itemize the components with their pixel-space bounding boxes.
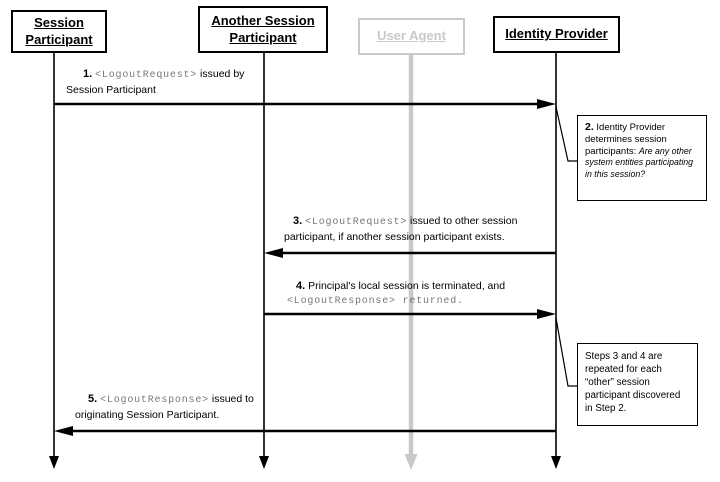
lifeline-user-agent — [404, 55, 418, 470]
note-text: Steps 3 and 4 are repeated for each “oth… — [585, 351, 681, 414]
actor-session-participant: Session Participant — [11, 10, 107, 53]
step-number: 4. — [296, 280, 306, 292]
logout-request-element: <LogoutRequest> — [95, 70, 198, 81]
step-text: issued by — [200, 68, 245, 80]
note-steps-3-4: Steps 3 and 4 are repeated for each “oth… — [577, 343, 698, 426]
message-5-label: 5. <LogoutResponse> issued to originatin… — [75, 392, 315, 422]
step-number: 2. — [585, 121, 594, 133]
actor-label: Another Session Participant — [211, 12, 315, 45]
message-3-label: 3. <LogoutRequest> issued to other sessi… — [284, 214, 574, 244]
actor-label: Session Participant — [25, 14, 93, 47]
message-4-arrow — [264, 309, 556, 319]
step-text: issued to — [211, 393, 254, 405]
step-text: issued to other session — [410, 215, 518, 227]
logout-request-element: <LogoutRequest> — [305, 217, 408, 228]
step-text-line2: Session Participant — [66, 84, 156, 96]
logout-response-element: <LogoutResponse> returned. — [287, 296, 464, 307]
step-number: 5. — [88, 393, 98, 405]
step-text-line2: originating Session Participant. — [75, 409, 220, 421]
actor-label: Identity Provider — [505, 26, 608, 42]
note-text: Identity Provider determines session par… — [585, 122, 667, 157]
step-number: 3. — [293, 215, 303, 227]
message-1-label: 1. <LogoutRequest> issued by Session Par… — [66, 67, 296, 97]
message-1-arrow — [54, 99, 556, 109]
note-step-2-connector — [555, 106, 577, 162]
actor-another-session-participant: Another Session Participant — [198, 6, 328, 53]
logout-response-element: <LogoutResponse> — [100, 395, 209, 406]
lifeline-session-participant — [49, 53, 59, 469]
message-3-arrow — [264, 248, 556, 258]
note-steps-3-4-connector — [555, 317, 577, 387]
step-number: 1. — [83, 68, 93, 80]
lifeline-another-session-participant — [259, 53, 269, 469]
note-question-text: Are any other system entities participat… — [585, 145, 694, 180]
step-text-line2: participant, if another session particip… — [284, 231, 505, 243]
lifeline-identity-provider — [551, 53, 561, 469]
step-text: Principal's local session is terminated,… — [308, 280, 506, 292]
actor-user-agent: User Agent — [358, 18, 465, 55]
actor-label: User Agent — [377, 28, 446, 44]
message-4-label: 4. Principal's local session is terminat… — [287, 279, 577, 309]
message-5-arrow — [54, 426, 556, 436]
note-step-2: 2. Identity Provider determines session … — [577, 115, 707, 201]
actor-identity-provider: Identity Provider — [493, 16, 620, 53]
